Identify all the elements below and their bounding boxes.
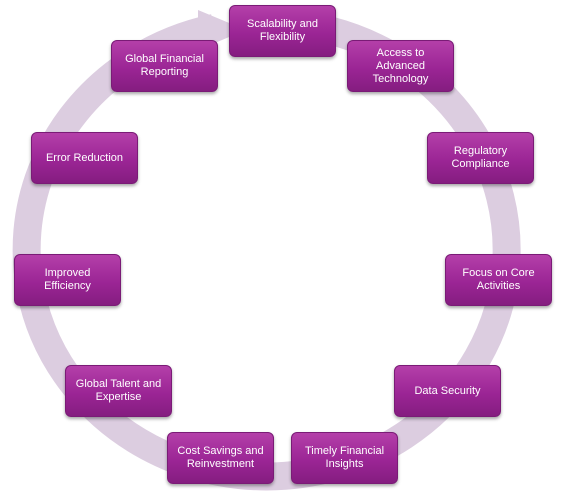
node-compliance: Regulatory Compliance: [427, 132, 534, 184]
node-financial-insights: Timely Financial Insights: [291, 432, 398, 484]
node-label: Focus on Core Activities: [462, 267, 535, 292]
node-financial-reporting: Global Financial Reporting: [111, 40, 218, 92]
node-cost-savings: Cost Savings and Reinvestment: [167, 432, 274, 484]
node-label: Global Financial Reporting: [125, 53, 204, 78]
node-label: Access to Advanced Technology: [372, 46, 429, 85]
node-technology: Access to Advanced Technology: [347, 40, 454, 92]
node-data-security: Data Security: [394, 365, 501, 417]
node-label: Scalability and Flexibility: [247, 18, 318, 43]
node-core-activities: Focus on Core Activities: [445, 254, 552, 306]
node-label: Regulatory Compliance: [451, 145, 510, 170]
node-label: Global Talent and Expertise: [75, 378, 162, 403]
node-scalability: Scalability and Flexibility: [229, 5, 336, 57]
node-label: Timely Financial Insights: [304, 445, 385, 470]
node-label: Data Security: [414, 384, 481, 397]
node-global-talent: Global Talent and Expertise: [65, 365, 172, 417]
node-error-reduction: Error Reduction: [31, 132, 138, 184]
node-label: Error Reduction: [45, 151, 124, 164]
node-improved-efficiency: Improved Efficiency: [14, 254, 121, 306]
node-label: Cost Savings and Reinvestment: [177, 445, 264, 470]
node-label: Improved Efficiency: [44, 267, 91, 292]
